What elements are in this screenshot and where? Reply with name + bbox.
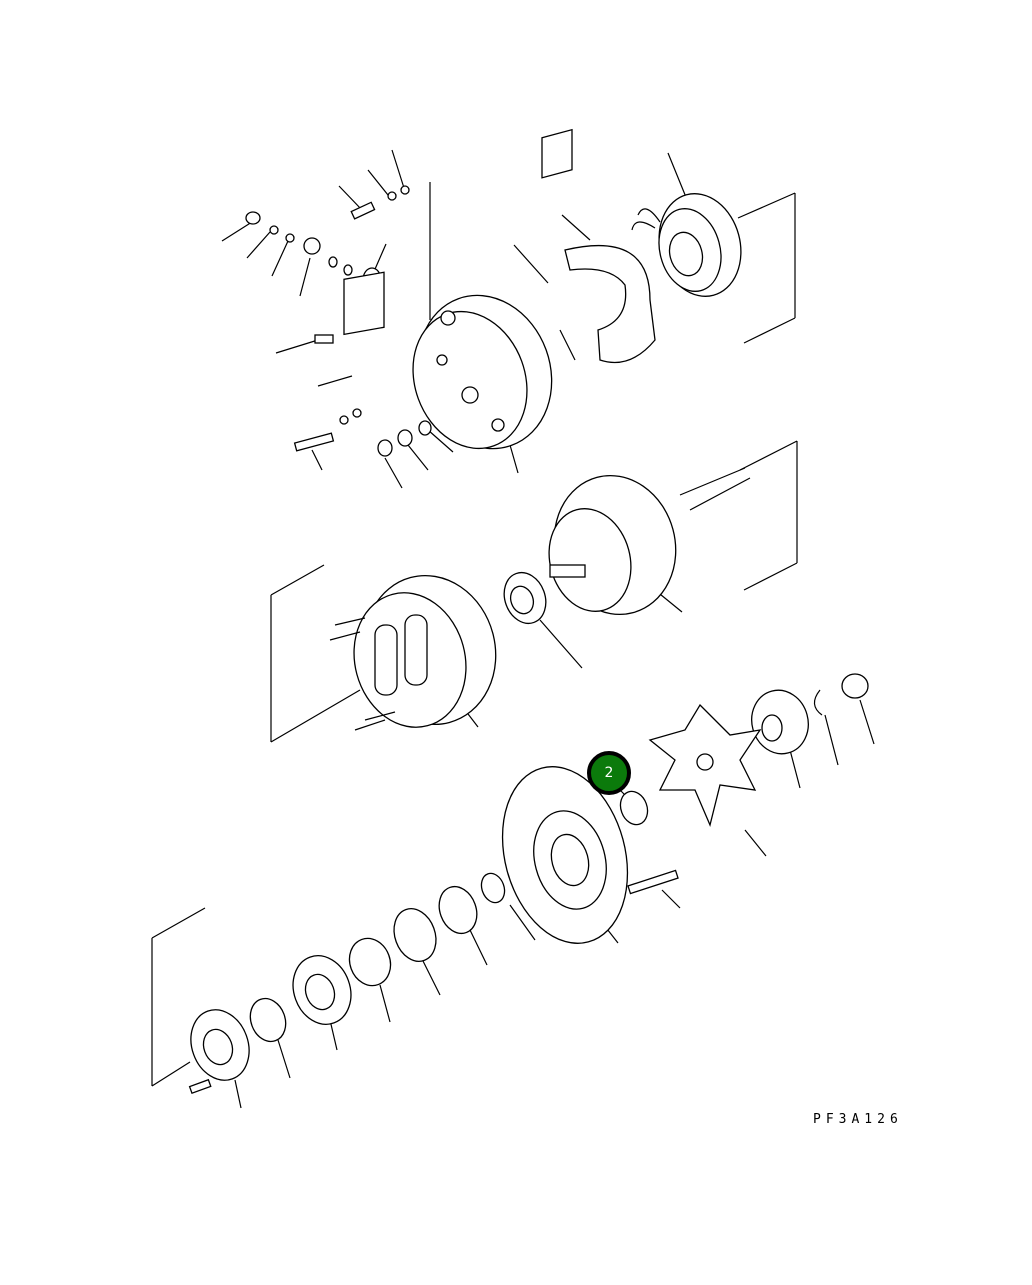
drawing-code: PF3A126 <box>813 1112 903 1127</box>
front-end-group <box>188 673 869 1095</box>
rotor-group <box>503 467 751 625</box>
callout-badge-2[interactable]: 2 <box>587 751 631 795</box>
leader-lines <box>151 149 875 1109</box>
stator-group <box>329 574 497 731</box>
regulator-rectifier-group <box>541 128 742 364</box>
rear-bracket-group <box>245 185 553 457</box>
